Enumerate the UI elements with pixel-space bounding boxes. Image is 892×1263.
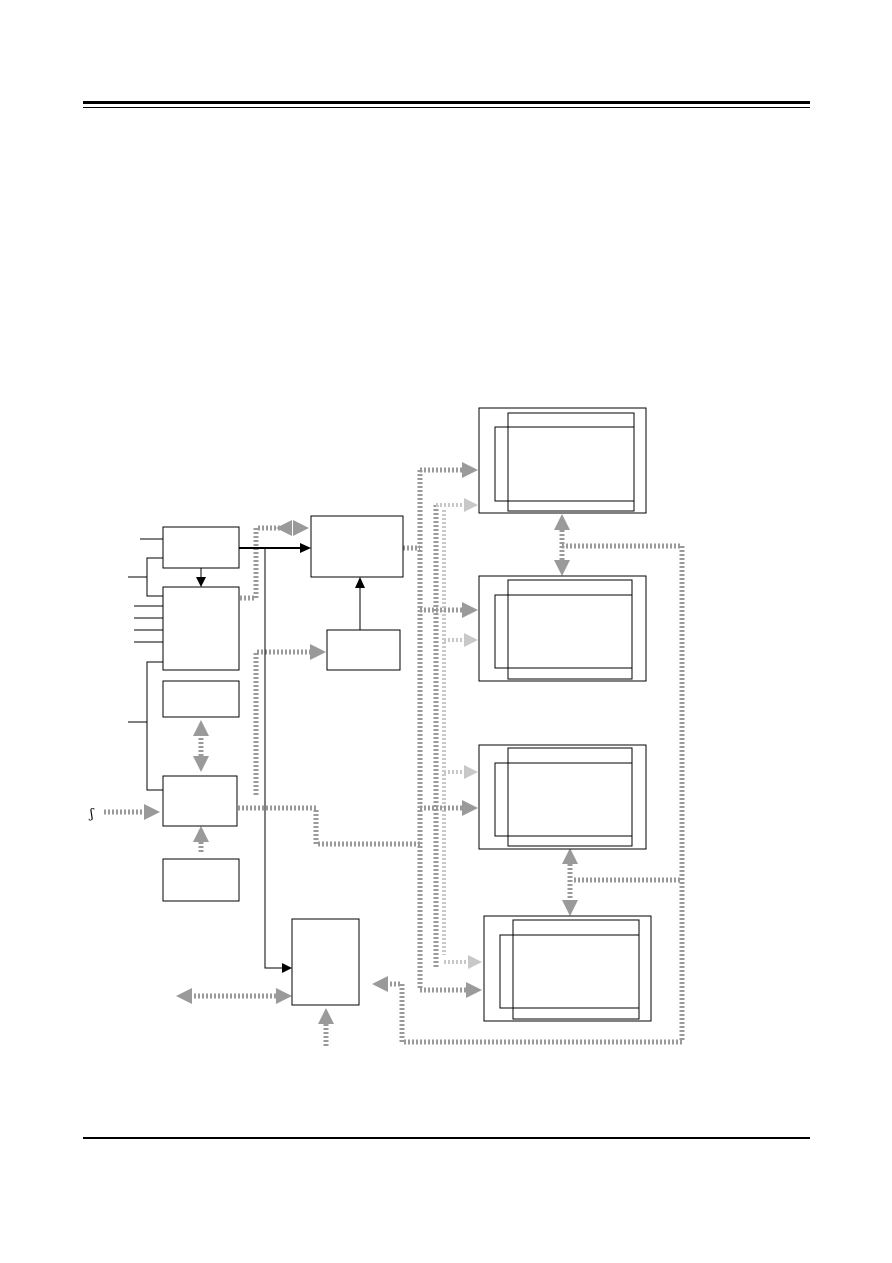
block-center-bottom (291, 918, 360, 1006)
block-input-register (162, 586, 240, 671)
control-wiring (128, 538, 361, 969)
arrowhead (300, 543, 311, 553)
bus-arrowhead (462, 602, 478, 618)
module-front-page (494, 426, 635, 502)
memory-module-4 (483, 915, 652, 1022)
memory-module-1 (478, 407, 647, 514)
module-front-page (494, 762, 633, 837)
memory-module-2 (478, 575, 647, 682)
bus-arrowhead (562, 848, 578, 864)
module-back-page (507, 412, 635, 512)
arrowhead (355, 577, 365, 588)
bus-arrowhead (468, 955, 482, 969)
arrowhead (282, 963, 292, 973)
bus-arrowhead (310, 644, 326, 660)
bus-arrowheads (144, 462, 578, 1024)
bus-arrowhead (276, 988, 292, 1004)
bus-arrowhead (318, 1008, 334, 1024)
block-center-small (326, 629, 401, 671)
arrowhead (196, 577, 206, 587)
module-front-page (499, 934, 640, 1009)
center-column-blocks (291, 515, 404, 1006)
block-bottom-left (162, 858, 240, 902)
bus-arrowhead (276, 520, 292, 536)
bus-arrowhead (193, 756, 209, 772)
left-glyph: ʃ (88, 807, 95, 822)
bus-arrowhead (193, 826, 209, 842)
bus-arrowhead (562, 900, 578, 916)
bus-controller-to-trunk (238, 805, 420, 847)
control-arrowheads (196, 543, 365, 973)
memory-modules (478, 407, 652, 1022)
bus-arrowhead (464, 765, 478, 779)
block-small-left (162, 680, 240, 718)
wire-bracket (146, 557, 163, 597)
wire-to-bottom-block (264, 548, 286, 969)
bus-arrowhead (176, 988, 192, 1004)
module-back-page (512, 919, 640, 1020)
bus-arrowhead (466, 982, 482, 998)
block-top-left (162, 526, 240, 569)
bus-arrowhead (462, 462, 478, 478)
header-rule-thick (83, 101, 810, 104)
bus-arrowhead (464, 633, 478, 647)
block-controller (162, 775, 238, 827)
bus-left-riser (253, 525, 288, 598)
footer-rule (83, 1137, 810, 1139)
bus-arrowhead (464, 498, 478, 512)
bus-arrowhead (554, 514, 570, 530)
bus-arrowhead (554, 560, 570, 576)
module-front-page (494, 594, 633, 669)
left-column-blocks (162, 526, 240, 902)
module-back-page (507, 579, 633, 680)
bus-arrowhead (293, 520, 309, 536)
bus-arrowhead (193, 720, 209, 736)
wire-bracket (146, 661, 163, 791)
bus-arrowhead (144, 804, 160, 820)
bus-arrowhead (372, 976, 388, 992)
bus-left-feed-lower (253, 649, 318, 795)
bus-return-right (380, 543, 685, 1045)
block-center-top (310, 515, 404, 578)
bus-arrowhead (462, 800, 478, 816)
memory-module-3 (478, 744, 647, 850)
header-rule-thin (83, 107, 810, 108)
